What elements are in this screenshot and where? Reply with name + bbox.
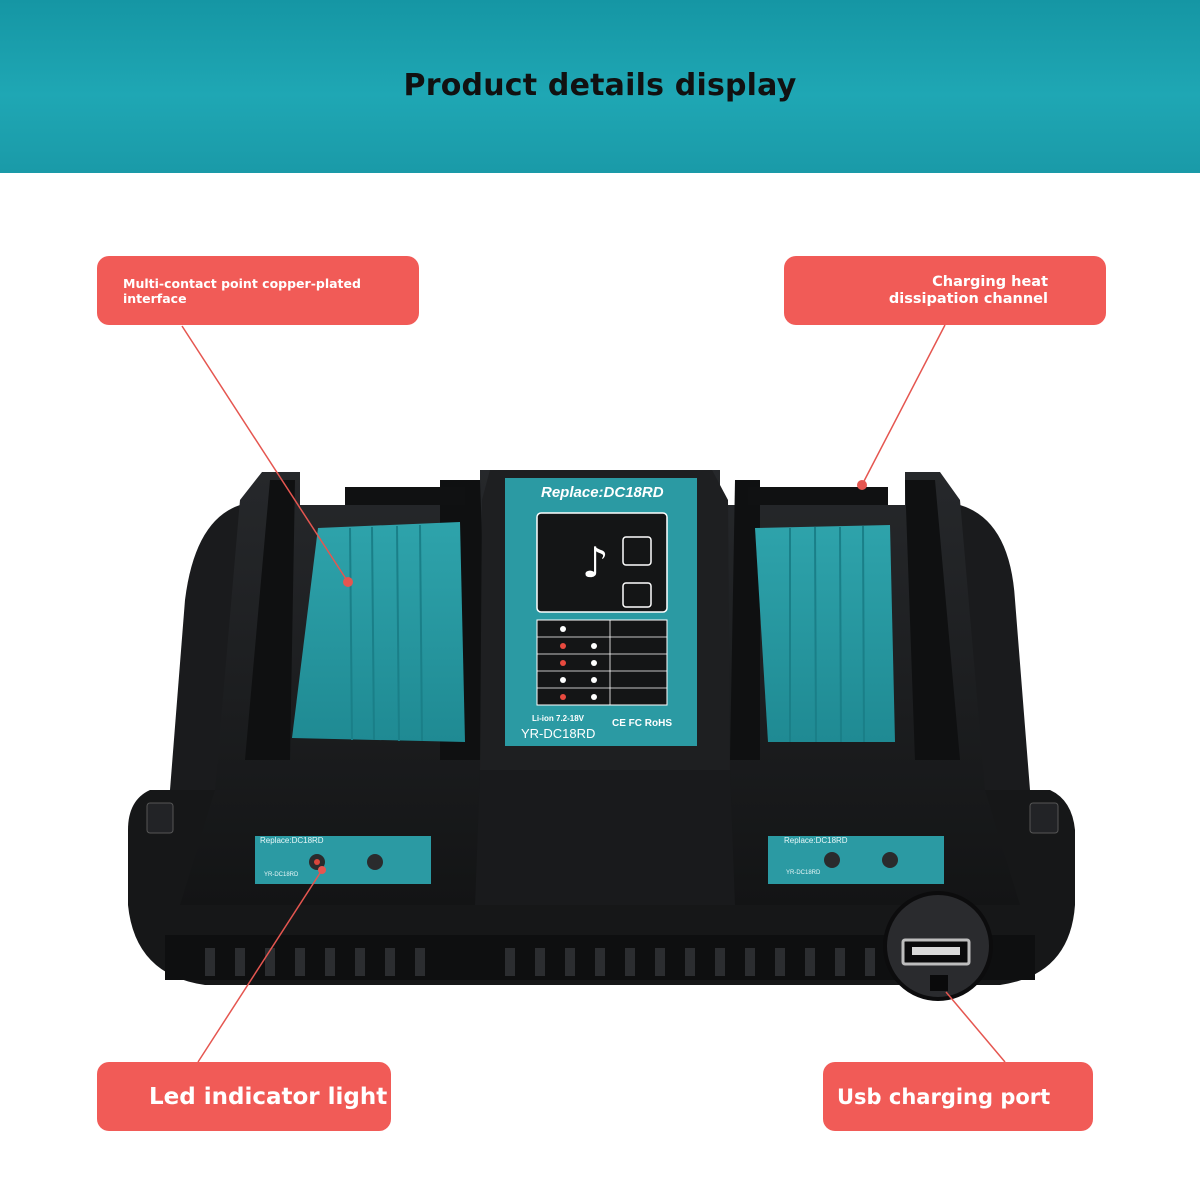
spec-line: Li-ion 7.2-18V — [532, 714, 585, 723]
callout-led-light: Led indicator light — [97, 1062, 391, 1131]
page-title: Product details display — [403, 68, 797, 103]
model-label: YR-DC18RD — [521, 726, 596, 741]
panel-brand-right: Replace:DC18RD — [784, 836, 848, 845]
callout-usb-label: Usb charging port — [837, 1084, 1051, 1109]
callout-contact-label: Multi-contact point copper-plated interf… — [123, 275, 361, 306]
cert-marks: CE FC RoHS — [612, 718, 672, 729]
panel-model-left: YR-DC18RD — [264, 872, 299, 878]
callout-heat-label: Charging heat dissipation channel — [888, 273, 1048, 307]
callout-usb-port: Usb charging port — [823, 1062, 1093, 1131]
callout-led-label: Led indicator light — [149, 1083, 388, 1110]
music-note-icon: ♪ — [582, 538, 609, 587]
callout-heat-channel: Charging heat dissipation channel — [784, 256, 1106, 325]
panel-model-right: YR-DC18RD — [786, 870, 821, 876]
callout-contact-interface: Multi-contact point copper-plated interf… — [97, 256, 419, 325]
charger-brand-label: Replace:DC18RD — [541, 484, 664, 501]
header-banner: Product details display — [0, 0, 1200, 173]
panel-brand-left: Replace:DC18RD — [260, 836, 324, 845]
